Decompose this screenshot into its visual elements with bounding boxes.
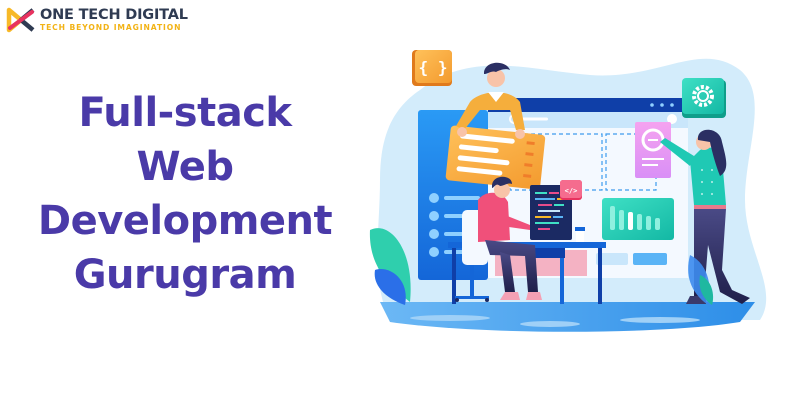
html-tag-badge: </>: [560, 180, 582, 200]
headline-line-2: Web: [136, 144, 234, 190]
headline-line-3: Development: [37, 198, 333, 244]
svg-text:{ }: { }: [419, 58, 448, 77]
code-braces-badge: { }: [412, 50, 452, 86]
web-development-illustration: { } </>: [369, 50, 767, 332]
floor: [380, 302, 755, 332]
logo-mark-icon: [6, 7, 35, 33]
brand-name: ONE TECH DIGITAL: [40, 6, 188, 23]
headline-line-4: Gurugram: [73, 252, 297, 298]
headline-line-1: Full-stack: [78, 90, 292, 136]
brand-logo[interactable]: ONE TECH DIGITAL TECH BEYOND IMAGINATION: [6, 7, 188, 33]
svg-text:</>: </>: [565, 187, 578, 195]
brand-tagline: TECH BEYOND IMAGINATION: [40, 23, 182, 33]
gear-badge: [682, 78, 726, 118]
page-headline: Full-stack Web Development Gurugram: [20, 86, 350, 302]
form-card: [445, 125, 546, 190]
